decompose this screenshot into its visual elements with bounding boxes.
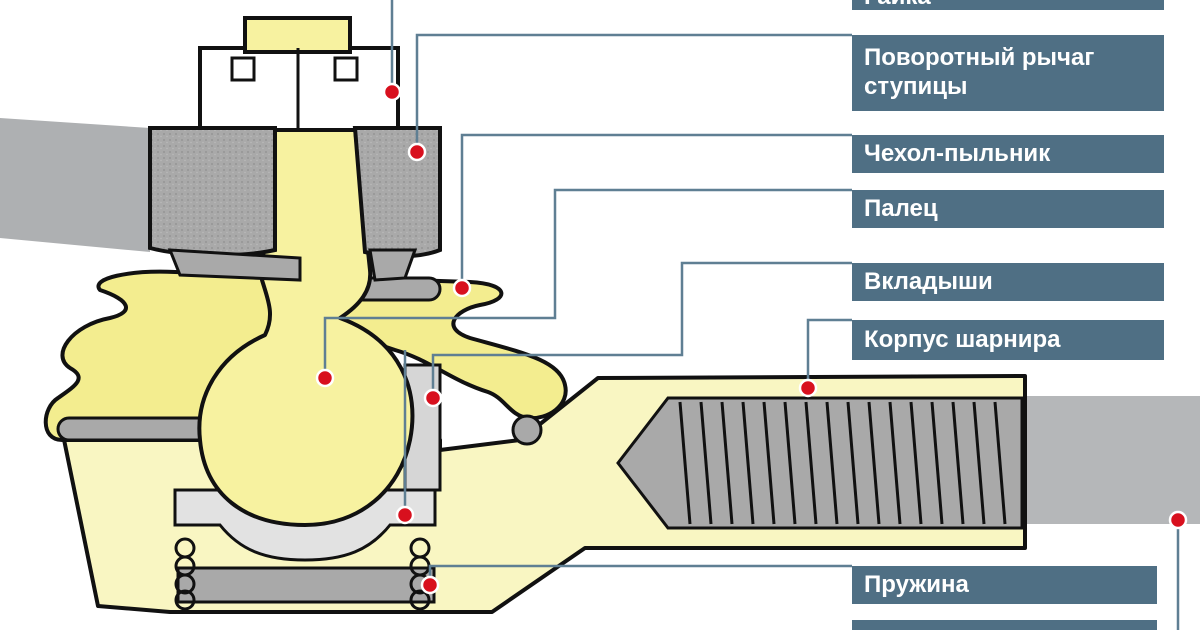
label-housing-text: Корпус шарнира: [864, 326, 1061, 353]
marker-boot: [452, 278, 472, 298]
boot-lip: [511, 414, 543, 446]
marker-hub-arm: [407, 142, 427, 162]
label-spring-text: Пружина: [864, 571, 969, 598]
thread-ridge: [909, 401, 923, 525]
thread-ridge: [741, 401, 755, 525]
label-hub-arm-line2: ступицы: [864, 73, 968, 100]
label-boot-text: Чехол-пыльник: [864, 140, 1051, 167]
thread-ridge: [762, 401, 776, 525]
threaded-end: [616, 396, 1024, 530]
thread-ridge: [720, 401, 734, 525]
label-hub-arm-line1: Поворотный рычаг: [864, 44, 1095, 71]
hub-arm-shape: [0, 118, 150, 252]
thread-ridge: [993, 401, 1007, 525]
castle-nut-shape: [198, 16, 400, 132]
label-boot: Чехол-пыльник: [852, 135, 1164, 173]
ball-pin-shape: [197, 126, 415, 527]
label-housing: Корпус шарнира: [852, 320, 1164, 360]
lower-plug: [176, 566, 436, 604]
thread-ridge: [930, 401, 944, 525]
thread-ridge: [951, 401, 965, 525]
thread-ridge: [783, 401, 797, 525]
callout-markers: [315, 82, 1188, 595]
marker-housing: [798, 378, 818, 398]
marker-nut: [382, 82, 402, 102]
thread-ridge: [678, 401, 692, 525]
label-nut: Гайка: [852, 0, 1164, 10]
marker-liner-upper: [423, 388, 443, 408]
label-pin-text: Палец: [864, 195, 938, 222]
label-bottom-partial: [852, 620, 1157, 630]
label-spring: Пружина: [852, 566, 1157, 604]
thread-ridge: [804, 401, 818, 525]
marker-spring: [420, 575, 440, 595]
thread-ridge: [888, 401, 902, 525]
thread-ridge: [867, 401, 881, 525]
label-pin: Палец: [852, 190, 1164, 228]
marker-tie-rod: [1168, 510, 1188, 530]
label-nut-text: Гайка: [864, 0, 1164, 11]
label-liners: Вкладыши: [852, 263, 1164, 301]
thread-ridge: [825, 401, 839, 525]
thread-ridge: [972, 401, 986, 525]
label-hub-arm: Поворотный рычаг ступицы: [852, 35, 1164, 111]
marker-liner-lower: [395, 505, 415, 525]
label-liners-text: Вкладыши: [864, 268, 993, 295]
thread-ridge: [699, 401, 713, 525]
tie-rod-shape: [1022, 396, 1200, 524]
thread-ridge: [846, 401, 860, 525]
marker-pin: [315, 368, 335, 388]
dust-boot-shape: [43, 269, 568, 442]
leader-lines: [323, 0, 1180, 630]
